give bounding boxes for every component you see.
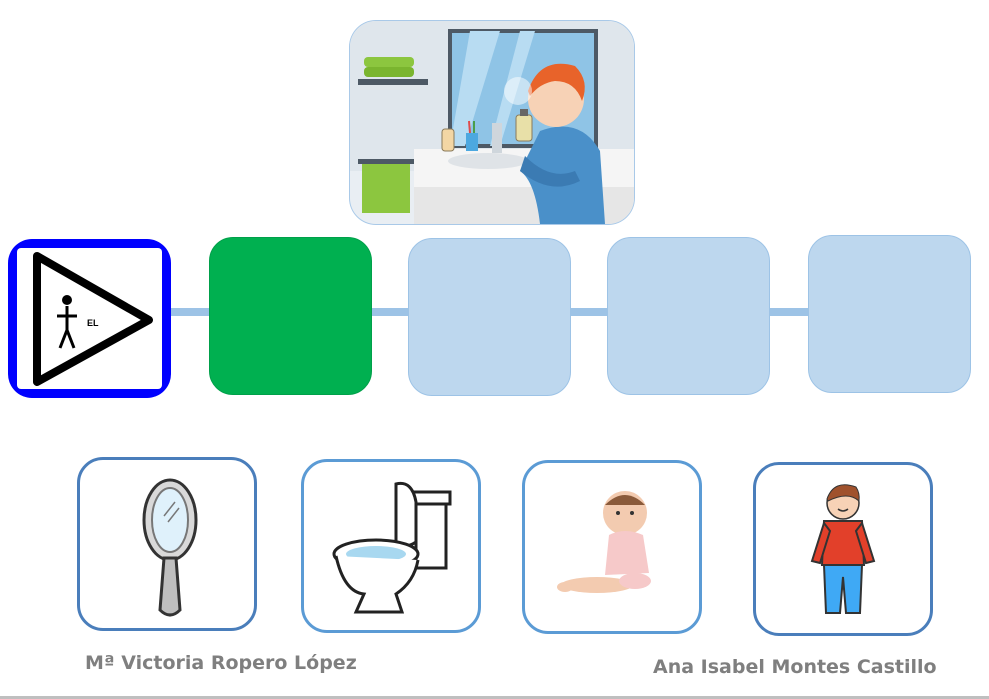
option-card-boy[interactable]	[753, 462, 933, 636]
sequence-slot-5[interactable]	[808, 235, 971, 393]
option-card-toilet[interactable]	[301, 459, 481, 633]
credit-right: Ana Isabel Montes Castillo	[653, 656, 937, 678]
boy-smelling-perfume-icon	[350, 21, 634, 224]
verb-slot[interactable]	[209, 237, 372, 395]
option-card-baby[interactable]	[522, 460, 702, 634]
he-pronoun-icon: EL	[33, 252, 153, 386]
option-card-mirror[interactable]	[77, 457, 257, 631]
toilet-icon	[332, 481, 452, 614]
pronoun-label: EL	[87, 318, 99, 328]
boy-icon	[810, 484, 876, 614]
bottom-divider	[0, 696, 989, 699]
sequence-slot-3[interactable]	[408, 238, 571, 396]
subject-slot[interactable]: EL	[8, 239, 171, 398]
subject-pictogram: EL	[17, 248, 162, 389]
scene-picture	[350, 21, 634, 224]
credit-left: Mª Victoria Ropero López	[85, 652, 357, 674]
baby-icon	[557, 491, 651, 593]
hand-mirror-icon	[142, 478, 198, 617]
sequence-slot-4[interactable]	[607, 237, 770, 395]
